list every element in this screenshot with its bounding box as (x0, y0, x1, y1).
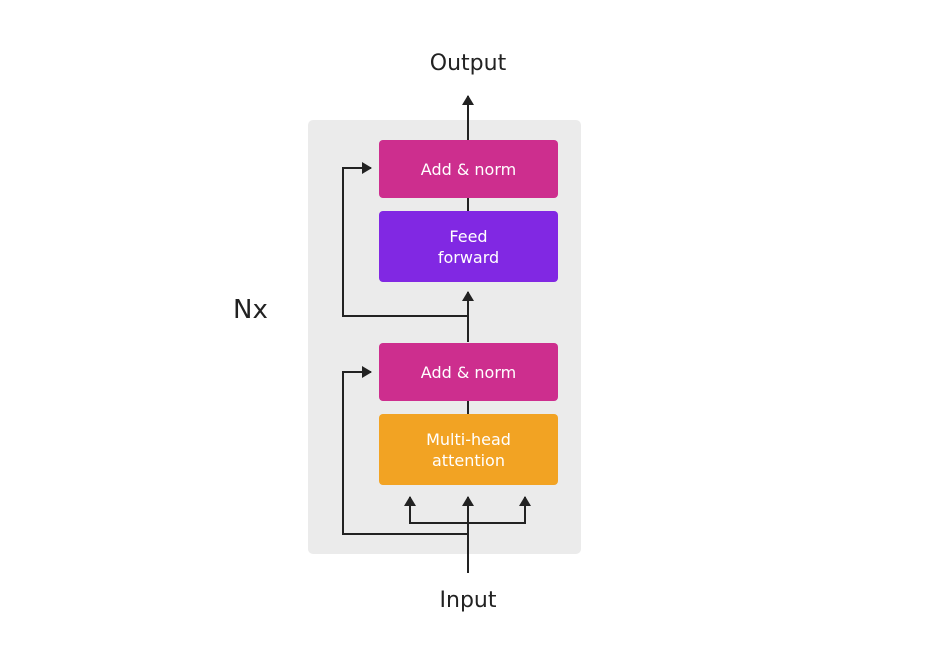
multi-head-attention-label-line2: attention (432, 450, 505, 470)
add-norm-top-block: Add & norm (379, 140, 558, 198)
attention-input-split (409, 497, 526, 524)
add-norm-bottom-block: Add & norm (379, 343, 558, 401)
feed-forward-block: Feed forward (379, 211, 558, 282)
feed-forward-label-line1: Feed (449, 226, 488, 246)
add-norm-bottom-label: Add & norm (420, 362, 517, 382)
multi-head-attention-block: Multi-head attention (379, 414, 558, 485)
feed-forward-label-line2: forward (437, 247, 500, 267)
residual-connection-top (342, 162, 468, 317)
residual-connection-bottom (342, 366, 468, 535)
repeat-count-label: Nx (233, 295, 268, 325)
add-norm-top-label: Add & norm (420, 159, 517, 179)
multi-head-attention-label-line1: Multi-head (426, 429, 511, 449)
output-label: Output (429, 51, 507, 76)
input-label: Input (439, 588, 497, 613)
